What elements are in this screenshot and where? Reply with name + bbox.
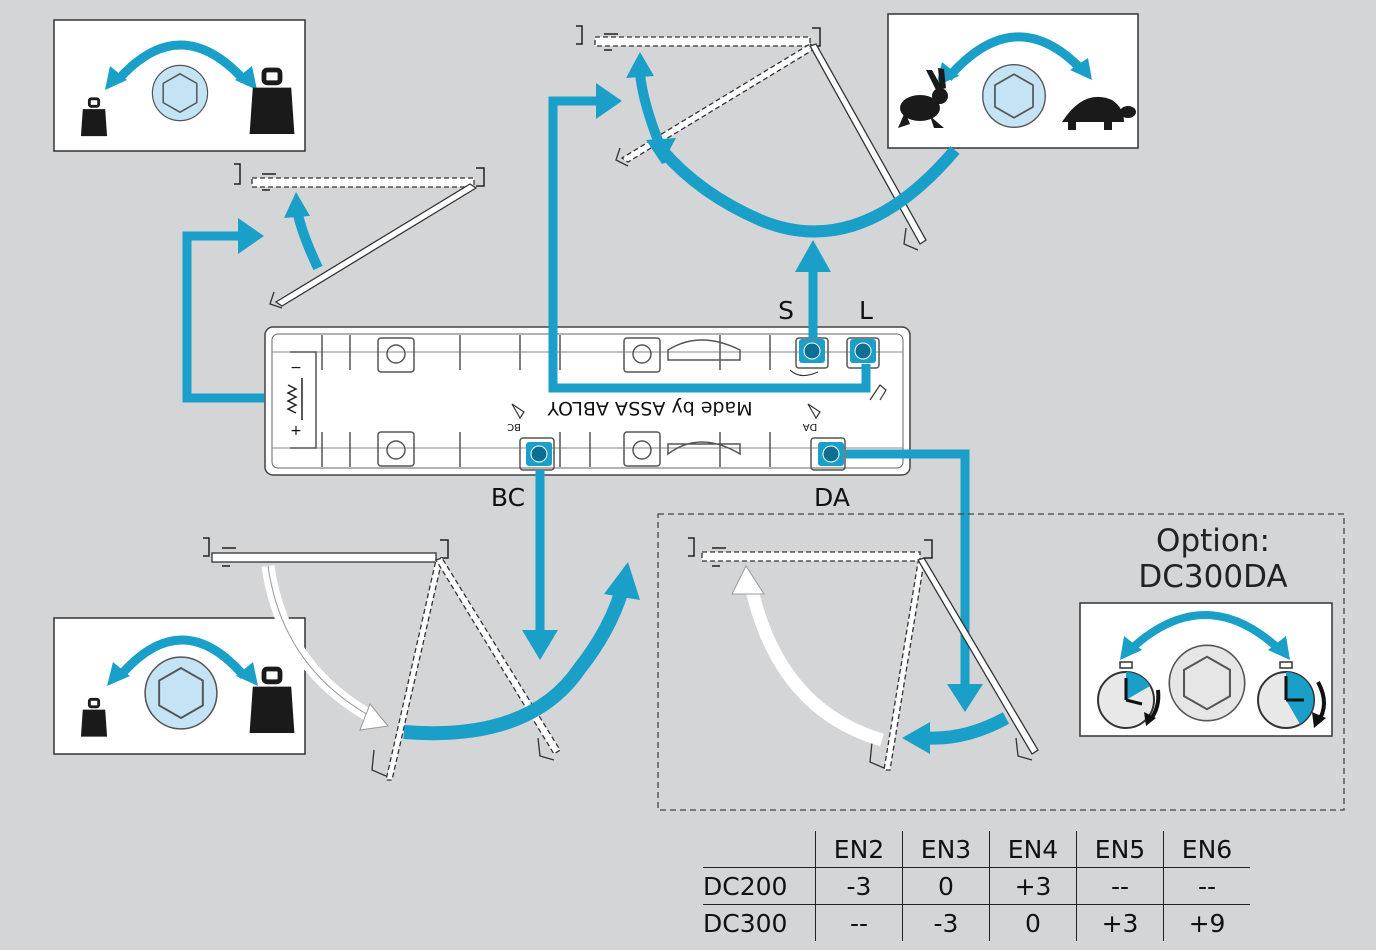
table-header: EN5 — [1076, 831, 1164, 868]
table-row-label: DC300 — [703, 908, 788, 938]
table-cell: -- — [1163, 867, 1250, 905]
manufacturer-text: Made by ASSA ABLOY — [547, 397, 753, 419]
option-label: Option: DC300DA — [1098, 523, 1328, 595]
table-corner — [703, 831, 816, 868]
table-row: DC300 -- -3 0 +3 +9 — [703, 904, 1250, 941]
label-l: L — [859, 296, 873, 325]
stopwatch-icon — [1097, 661, 1161, 729]
arrow-heads — [238, 83, 983, 712]
table-cell: -- — [1076, 867, 1164, 905]
label-bc: BC — [491, 483, 525, 512]
closing-speed-icon-box — [887, 13, 1139, 149]
stopwatch-icon — [1257, 661, 1326, 729]
valve-bc[interactable] — [526, 442, 552, 466]
valve-s[interactable] — [799, 339, 825, 363]
table-header: EN4 — [989, 831, 1077, 868]
table-cell: -3 — [902, 904, 990, 941]
door-closer-body: − + Made by ASSA ABLOY BC DA — [264, 326, 911, 476]
closing-force-icon-box-bottom — [53, 617, 306, 755]
table-cell: -- — [815, 904, 903, 941]
hex-valve-icon — [144, 656, 218, 730]
table-cell: 0 — [902, 867, 990, 905]
connector-arrows — [182, 96, 970, 686]
option-line2: DC300DA — [1138, 559, 1288, 595]
table-cell: +3 — [1076, 904, 1164, 941]
option-line1: Option: — [1156, 523, 1270, 559]
en-class-table: EN2 EN3 EN4 EN5 EN6 DC200 -3 0 +3 -- -- … — [703, 831, 1250, 941]
door-sweep-top — [576, 25, 960, 251]
hex-valve-icon — [981, 63, 1047, 129]
valve-da[interactable] — [818, 442, 844, 466]
svg-text:−: − — [290, 360, 302, 376]
label-da: DA — [814, 483, 850, 512]
table-cell: -3 — [815, 867, 903, 905]
table-cell: +3 — [989, 867, 1077, 905]
valve-l[interactable] — [850, 339, 876, 363]
label-s: S — [778, 296, 794, 325]
door-sweep-spring — [234, 163, 485, 309]
table-cell: +9 — [1163, 904, 1250, 941]
da-mark-text: DA — [803, 421, 818, 432]
table-header: EN2 — [815, 831, 903, 868]
table-header: EN3 — [902, 831, 990, 868]
table-row: DC200 -3 0 +3 -- -- — [703, 867, 1250, 905]
turtle-icon — [1062, 96, 1136, 130]
table-header: EN6 — [1163, 831, 1250, 868]
door-sweep-backcheck — [203, 537, 640, 781]
rabbit-icon — [898, 68, 948, 128]
hex-valve-icon — [151, 64, 209, 122]
closing-force-icon-box-top — [53, 19, 306, 152]
table-header-row: EN2 EN3 EN4 EN5 EN6 — [703, 831, 1250, 868]
table-row-label: DC200 — [703, 867, 816, 905]
table-cell: 0 — [989, 904, 1077, 941]
door-sweep-delayed-action — [688, 537, 1039, 771]
bc-mark-text: BC — [507, 421, 521, 432]
hex-valve-icon — [1168, 644, 1246, 722]
svg-text:+: + — [290, 423, 302, 439]
delayed-action-region — [657, 513, 1345, 811]
delayed-action-icon-box — [1079, 602, 1333, 737]
